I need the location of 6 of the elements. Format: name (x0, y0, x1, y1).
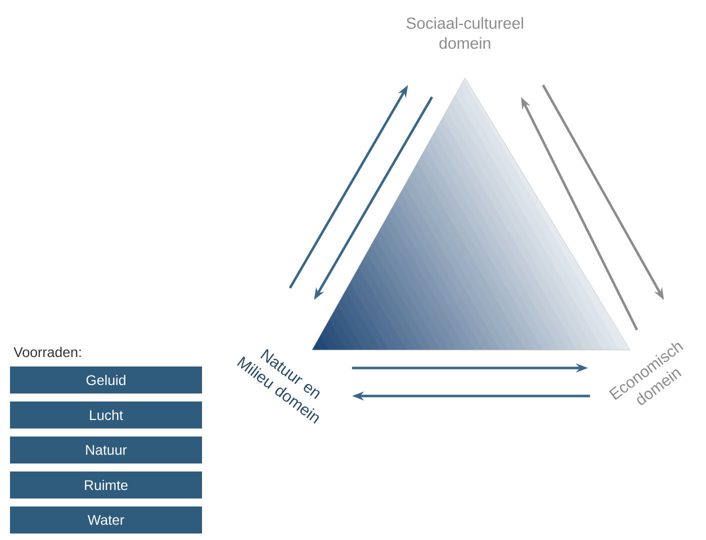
domain-label: Sociaal-cultureel domein (406, 17, 524, 49)
resource-box: Geluid (10, 366, 202, 394)
resource-box: Natuur (10, 436, 202, 464)
resource-box: Ruimte (10, 471, 202, 498)
resource-box: Lucht (10, 401, 202, 428)
resource-box: Water (10, 506, 202, 534)
